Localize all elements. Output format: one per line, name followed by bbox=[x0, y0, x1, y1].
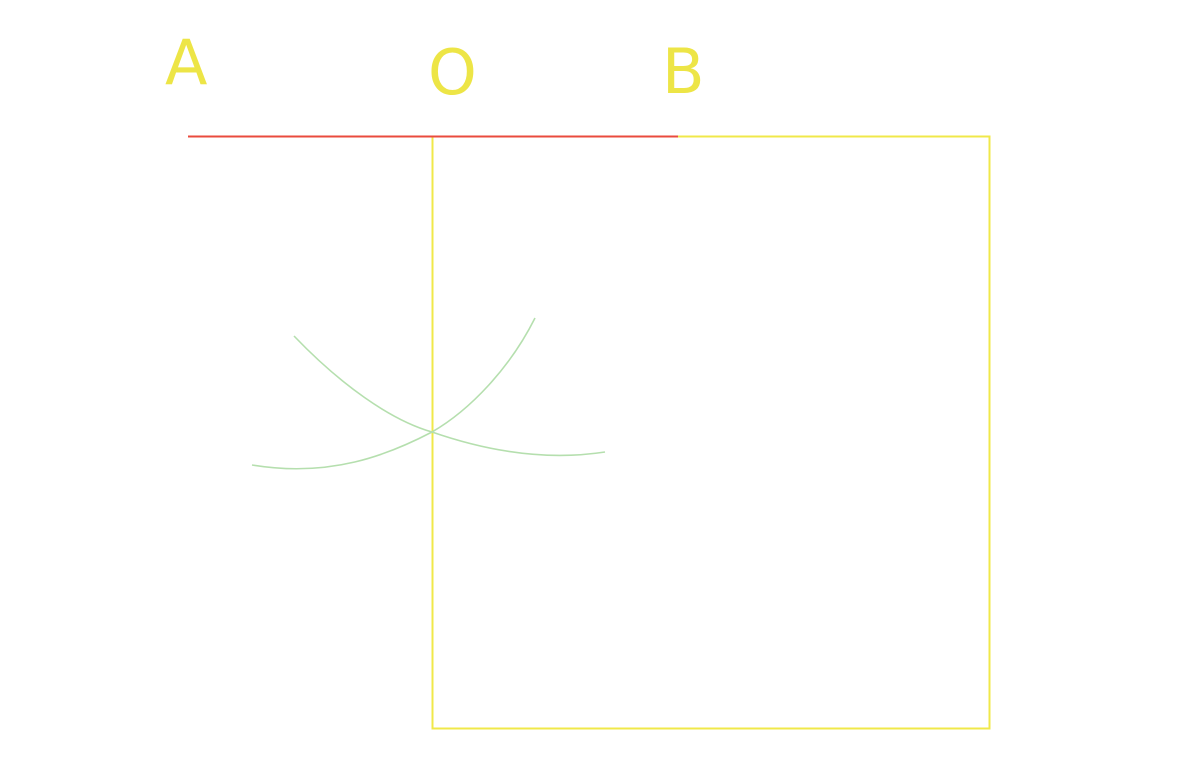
label-a: A bbox=[165, 26, 207, 99]
construction-arc-right bbox=[251, 317, 536, 470]
label-o: O bbox=[428, 36, 477, 109]
label-b: B bbox=[662, 35, 705, 108]
square bbox=[431, 135, 991, 730]
construction-arc-left bbox=[293, 335, 606, 457]
